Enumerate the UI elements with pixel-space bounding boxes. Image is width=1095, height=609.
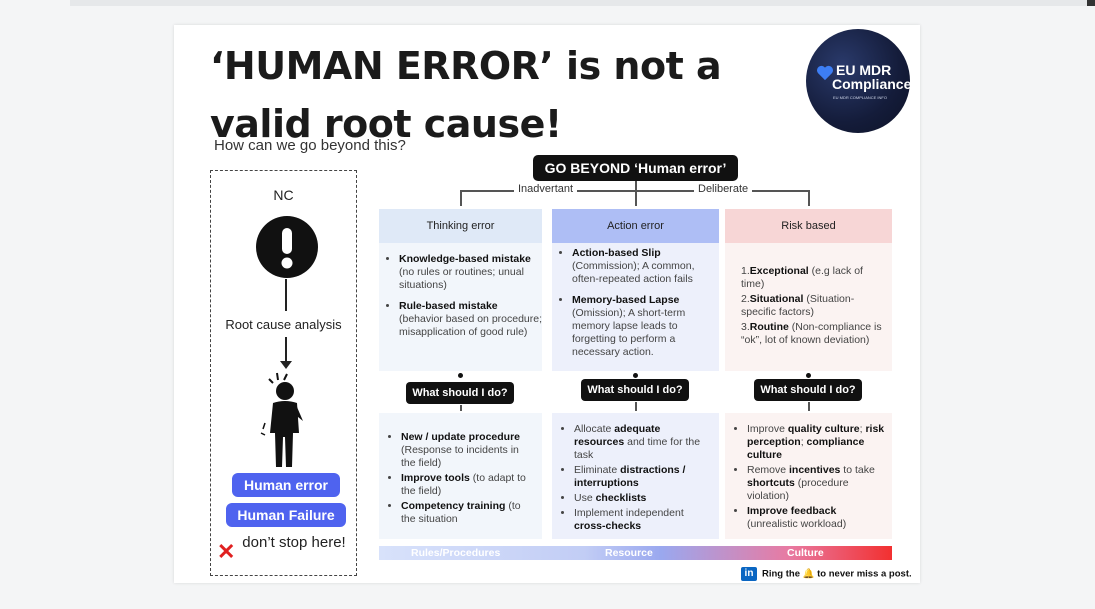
- what-should-i-do-label: What should I do?: [406, 382, 514, 404]
- list-item: 1.Exceptional (e.g lack of time): [741, 265, 863, 290]
- list-item: Memory-based Lapse (Omission); A short-t…: [572, 294, 719, 359]
- connector-dot: [633, 373, 638, 378]
- what-should-i-do-label: What should I do?: [754, 379, 862, 401]
- actions-risk-based: Improve quality culture; risk perception…: [725, 413, 892, 539]
- nc-flow-panel: NC Root cause analysis Human error Human…: [210, 170, 357, 576]
- flow-line: [460, 405, 462, 411]
- col-thinking-error-header: Thinking error: [379, 209, 542, 243]
- branch-line: [808, 190, 810, 206]
- root-cause-label: Root cause analysis: [225, 317, 342, 332]
- list-item: New / update procedure (Response to inci…: [401, 431, 536, 470]
- list-item: Competency training (to the situation: [401, 500, 536, 526]
- nc-label: NC: [273, 187, 294, 203]
- col-action-error-header: Action error: [552, 209, 719, 243]
- list-item: Improve tools (to adapt to the field): [401, 472, 536, 498]
- band-label-resource: Resource: [605, 547, 653, 559]
- list-item: Use checklists: [574, 492, 713, 505]
- inadvertant-label: Inadvertant: [514, 183, 578, 195]
- list-item: Knowledge-based mistake (no rules or rou…: [399, 253, 542, 292]
- list-item: Eliminate distractions / interruptions: [574, 464, 713, 490]
- deliberate-label: Deliberate: [694, 183, 753, 195]
- connector-dot: [458, 373, 463, 378]
- flow-line: [635, 402, 637, 411]
- flow-line: [808, 402, 810, 411]
- col-action-error-body: Action-based Slip (Commission); A common…: [552, 243, 719, 371]
- arrow-down-icon: [280, 361, 292, 369]
- list-item: Action-based Slip (Commission); A common…: [572, 247, 719, 286]
- confused-person-icon: [260, 372, 303, 467]
- actions-thinking-error: New / update procedure (Response to inci…: [379, 413, 542, 539]
- actions-action-error: Allocate adequate resources and time for…: [552, 413, 719, 539]
- col-risk-based-body: 1.Exceptional (e.g lack of time) 2.Situa…: [725, 243, 892, 371]
- category-gradient-band: Rules/Procedures Resource Culture: [379, 546, 892, 560]
- band-label-rules: Rules/Procedures: [411, 547, 501, 559]
- infographic-card: ‘HUMAN ERROR’ is not a valid root cause!…: [174, 25, 920, 583]
- dont-stop-text: don’t stop here!: [242, 534, 346, 551]
- list-item: Rule-based mistake (behavior based on pr…: [399, 300, 542, 339]
- subtitle: How can we go beyond this?: [214, 137, 406, 154]
- logo-line-2: Compliance: [832, 76, 910, 92]
- connector-dot: [806, 373, 811, 378]
- col-risk-based-header: Risk based: [725, 209, 892, 243]
- flow-line: [285, 279, 287, 311]
- human-error-badge: Human error: [232, 473, 340, 497]
- go-beyond-banner: GO BEYOND ‘Human error’: [533, 155, 738, 181]
- list-item: Improve quality culture; risk perception…: [747, 423, 886, 462]
- exclamation-icon: [256, 216, 318, 278]
- list-item: Improve feedback (unrealistic workload): [747, 505, 886, 531]
- eu-mdr-logo: EU MDR Compliance EU MDR COMPLIANCE INFO: [806, 29, 910, 133]
- branch-line: [635, 181, 637, 206]
- branch-line: [460, 190, 462, 206]
- bell-icon: 🔔: [802, 568, 815, 580]
- list-item: 3.Routine (Non-compliance is “ok”, lot o…: [741, 321, 882, 346]
- human-failure-badge: Human Failure: [226, 503, 346, 527]
- logo-tagline: EU MDR COMPLIANCE INFO: [832, 95, 887, 100]
- list-item: Allocate adequate resources and time for…: [574, 423, 713, 462]
- flow-line: [285, 337, 287, 367]
- list-item: Implement independent cross-checks: [574, 507, 713, 533]
- red-x-icon: ✕: [217, 539, 236, 564]
- list-item: 2.Situational (Situation-specific factor…: [741, 293, 855, 318]
- heart-icon: [817, 65, 833, 81]
- band-label-culture: Culture: [787, 547, 824, 559]
- browser-top-strip: [70, 0, 1090, 6]
- list-item: Remove incentives to take shortcuts (pro…: [747, 464, 886, 503]
- logo-line-1: EU MDR: [836, 62, 892, 78]
- page-title: ‘HUMAN ERROR’ is not a valid root cause!: [210, 44, 722, 146]
- scrollbar-thumb[interactable]: [1087, 0, 1095, 6]
- linkedin-icon[interactable]: in: [741, 567, 757, 581]
- what-should-i-do-label: What should I do?: [581, 379, 689, 401]
- col-thinking-error-body: Knowledge-based mistake (no rules or rou…: [379, 243, 542, 371]
